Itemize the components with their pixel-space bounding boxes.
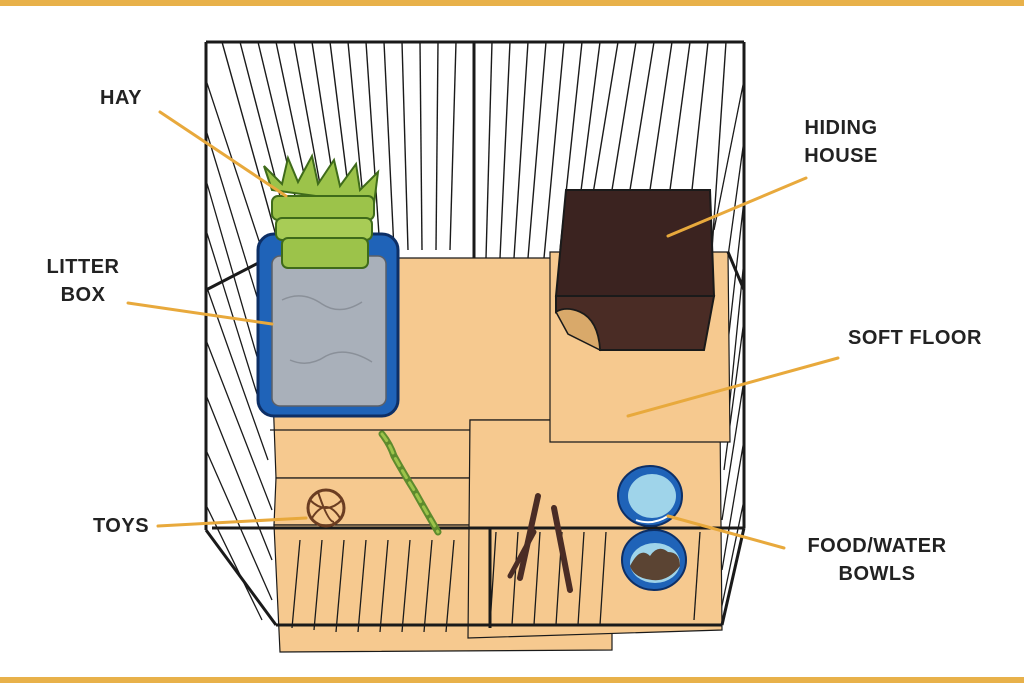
- hiding-house-label-line1: HIDING: [804, 117, 878, 139]
- callout-lines: [126, 110, 840, 550]
- food-bowl: [621, 529, 687, 591]
- bowls-label: FOOD/WATER BOWLS: [792, 532, 962, 588]
- top-border-bar: [0, 0, 1024, 6]
- hiding-house-label-line2: HOUSE: [804, 145, 878, 167]
- toys-label: TOYS: [86, 512, 156, 540]
- soft-floor-label-text: SOFT FLOOR: [848, 327, 982, 349]
- hiding-house: [554, 189, 716, 352]
- hay-rack: [263, 153, 380, 269]
- bottom-border-bar: [0, 677, 1024, 683]
- hay-label-text: HAY: [100, 87, 142, 109]
- bowls-callout: [666, 514, 786, 550]
- toys-label-text: TOYS: [92, 515, 150, 537]
- soft-floor-label: SOFT FLOOR: [838, 324, 992, 352]
- toys-callout: [156, 516, 308, 528]
- toys: [306, 430, 573, 593]
- bowls-label-line1: FOOD/WATER: [807, 535, 947, 557]
- litter-box: [256, 232, 400, 418]
- hiding-house-label: HIDING HOUSE: [786, 114, 896, 170]
- litter-box-label: LITTER BOX: [38, 253, 128, 309]
- litter-box-label-line2: BOX: [60, 284, 106, 306]
- soft-floor-callout: [626, 356, 840, 418]
- cage-frame: [204, 40, 746, 628]
- bowls-label-line2: BOWLS: [838, 563, 916, 585]
- water-bowl: [617, 465, 683, 527]
- litter-box-label-line1: LITTER: [46, 256, 120, 278]
- litter-box-callout: [126, 301, 274, 326]
- hay-label: HAY: [94, 84, 148, 112]
- back-wall-bars: [221, 41, 727, 259]
- hiding-house-callout: [666, 176, 808, 238]
- right-wall-bars: [713, 79, 745, 616]
- front-wall-bars: [291, 531, 701, 633]
- hay-callout: [158, 110, 288, 198]
